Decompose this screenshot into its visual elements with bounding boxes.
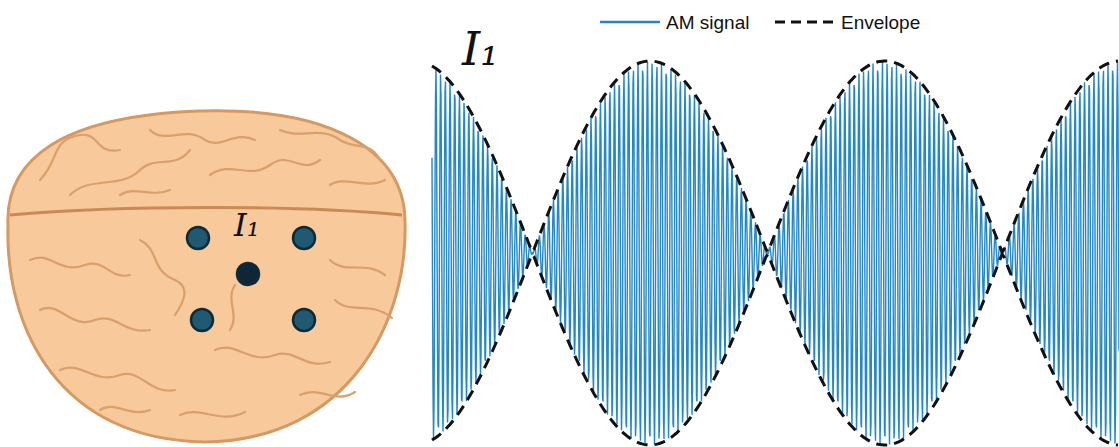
- am-signal-wave: [432, 62, 1119, 444]
- legend-text: Envelope: [841, 13, 920, 32]
- electrodes: [187, 227, 315, 331]
- electrode-dot: [187, 227, 209, 249]
- brain: [8, 111, 405, 442]
- midline-fissure: [10, 208, 402, 216]
- envelope-curve: [432, 61, 1118, 252]
- legend-line-sample: [600, 21, 660, 24]
- electrode-dot: [237, 263, 259, 285]
- signal-label: I₁: [462, 26, 499, 72]
- legend-text: AM signal: [666, 13, 749, 32]
- electrode-dot: [293, 227, 315, 249]
- brain-outline: [8, 111, 405, 442]
- signal-label: I₁: [234, 209, 259, 241]
- electrode-dot: [293, 309, 315, 331]
- envelope-curve: [432, 254, 1118, 445]
- electrode-dot: [191, 309, 213, 331]
- gyri: [30, 130, 392, 417]
- legend-dash-sample: [775, 21, 835, 24]
